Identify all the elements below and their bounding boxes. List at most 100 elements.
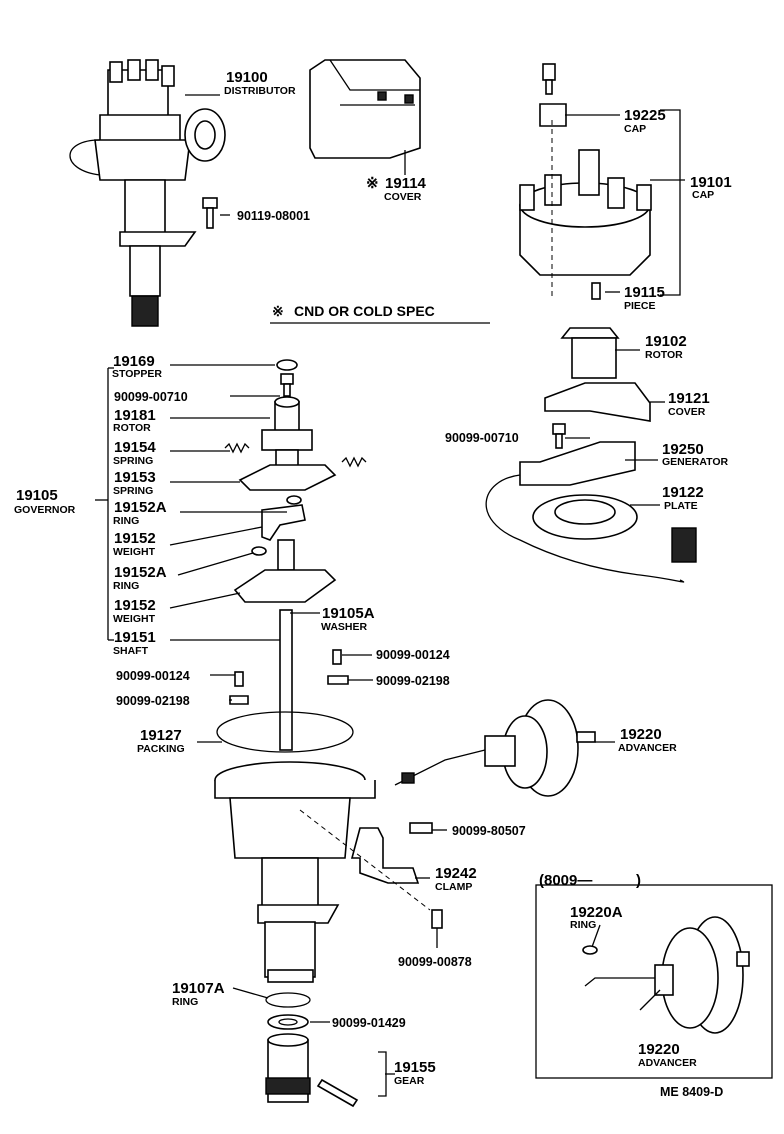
- label-19102[interactable]: 19102 ROTOR: [645, 333, 687, 361]
- distributor-assembly-illustration[interactable]: [69, 59, 226, 327]
- part-name: DISTRIBUTOR: [224, 85, 296, 97]
- clamp-19242-illustration[interactable]: [350, 827, 420, 884]
- bolt-90099-80507-illustration[interactable]: [409, 822, 433, 834]
- part-name: PLATE: [664, 500, 698, 512]
- label-19242[interactable]: 19242 CLAMP: [435, 865, 477, 893]
- shaft-19151-illustration[interactable]: [233, 539, 337, 751]
- label-19181[interactable]: 19181 ROTOR: [113, 407, 156, 434]
- part-number: 19100: [226, 69, 268, 86]
- svg-text:CND OR COLD SPEC: CND OR COLD SPEC: [294, 303, 435, 319]
- label-19220[interactable]: 19220 ADVANCER: [618, 726, 677, 754]
- screw-90099-00124-left-illustration[interactable]: [234, 671, 244, 687]
- part-name: GENERATOR: [662, 456, 729, 468]
- part-name: GOVERNOR: [14, 504, 76, 516]
- cap-19101-illustration[interactable]: [519, 149, 652, 276]
- part-name: PIECE: [624, 300, 656, 312]
- label-19152A-2[interactable]: 19152A RING: [113, 564, 167, 592]
- label-19115[interactable]: 19115 PIECE: [624, 284, 665, 312]
- label-19127[interactable]: 19127 PACKING: [137, 727, 185, 755]
- label-19153[interactable]: 19153 SPRING: [113, 469, 156, 497]
- part-name: CAP: [624, 123, 646, 135]
- diagram-code: ME 8409-D: [660, 1085, 723, 1099]
- part-number: 19152A: [114, 499, 167, 516]
- label-19152A-1[interactable]: 19152A RING: [113, 499, 167, 527]
- label-19154[interactable]: 19154 SPRING: [113, 439, 156, 467]
- bolt-90099-00878-illustration[interactable]: [431, 909, 443, 929]
- bolt-90099-00710-right-illustration[interactable]: [552, 423, 566, 449]
- label-90099-00878[interactable]: 90099-00878: [398, 955, 472, 969]
- cover-19114-illustration[interactable]: [309, 59, 421, 159]
- bolt-illustration[interactable]: [202, 197, 218, 229]
- spring-plate-19153-illustration[interactable]: [238, 464, 337, 491]
- label-90119-08001[interactable]: 90119-08001: [237, 209, 310, 223]
- cnd-mark: ※: [366, 175, 379, 192]
- screw-90099-00124-right-illustration[interactable]: [332, 649, 342, 665]
- label-90099-00710-left[interactable]: 90099-00710: [114, 390, 188, 404]
- part-number: 90099-00710: [114, 390, 188, 404]
- weight-19152-illustration[interactable]: [251, 495, 306, 556]
- cap-19225-illustration[interactable]: [539, 63, 567, 127]
- label-90099-00124-right[interactable]: 90099-00124: [376, 648, 450, 662]
- label-19121[interactable]: 19121 COVER: [668, 390, 710, 418]
- label-90099-00710-right[interactable]: 90099-00710: [445, 431, 519, 445]
- part-number: 19115: [624, 284, 665, 301]
- inset-range-start: (8009—: [539, 872, 592, 889]
- part-name: ROTOR: [645, 349, 683, 361]
- label-19114[interactable]: ※ 19114 COVER: [366, 175, 427, 203]
- ring-19107A-illustration[interactable]: [265, 992, 311, 1008]
- part-name: PACKING: [137, 743, 185, 755]
- label-19100[interactable]: 19100 DISTRIBUTOR: [224, 69, 296, 97]
- label-19225[interactable]: 19225 CAP: [624, 107, 666, 135]
- part-name: CAP: [692, 189, 714, 201]
- label-90099-01429[interactable]: 90099-01429: [332, 1016, 406, 1030]
- part-number: 19127: [140, 727, 182, 744]
- packing-19127-illustration[interactable]: [216, 711, 354, 753]
- advancer-19220-illustration[interactable]: [394, 699, 596, 797]
- gear-19155-illustration[interactable]: [265, 1033, 359, 1108]
- rotor-19181-illustration[interactable]: [261, 396, 313, 471]
- cover-19121-illustration[interactable]: [544, 382, 651, 422]
- part-number: 19107A: [172, 980, 225, 997]
- label-90099-02198-right[interactable]: 90099-02198: [376, 674, 450, 688]
- springs-illustration[interactable]: [224, 442, 367, 468]
- part-name: CLAMP: [435, 881, 472, 893]
- rotor-19102-illustration[interactable]: [560, 327, 620, 379]
- stopper-19169-illustration[interactable]: [276, 359, 298, 371]
- part-name: GEAR: [394, 1075, 425, 1087]
- plate-19122-illustration[interactable]: [532, 494, 638, 540]
- label-19151[interactable]: 19151 SHAFT: [113, 629, 156, 657]
- label-19152-2[interactable]: 19152 WEIGHT: [113, 597, 156, 625]
- label-19105A[interactable]: 19105A WASHER: [321, 605, 375, 633]
- label-19122[interactable]: 19122 PLATE: [662, 484, 704, 512]
- washer-90099-02198-left-illustration[interactable]: [229, 695, 249, 705]
- label-19101[interactable]: 19101 CAP: [690, 174, 732, 201]
- label-90099-80507[interactable]: 90099-80507: [452, 824, 526, 838]
- label-90099-02198-left[interactable]: 90099-02198: [116, 694, 190, 708]
- part-name: STOPPER: [112, 368, 162, 380]
- label-19220-inset[interactable]: 19220 ADVANCER: [638, 1041, 697, 1069]
- label-19220A-inset[interactable]: 19220A RING: [570, 904, 623, 931]
- piece-19115-illustration[interactable]: [591, 282, 601, 300]
- part-number: 19155: [394, 1059, 436, 1076]
- label-19250[interactable]: 19250 GENERATOR: [662, 441, 729, 468]
- bracket-line: [378, 1051, 387, 1097]
- label-19107A[interactable]: 19107A RING: [172, 980, 225, 1008]
- washer-90099-02198-right-illustration[interactable]: [327, 675, 349, 685]
- bolt-90099-00710-left-illustration[interactable]: [280, 373, 294, 397]
- part-number: 90099-80507: [452, 824, 526, 838]
- label-90099-00124-left[interactable]: 90099-00124: [116, 669, 190, 683]
- label-19169[interactable]: 19169 STOPPER: [112, 353, 162, 380]
- inset-advancer-illustration[interactable]: [582, 916, 750, 1034]
- label-19105[interactable]: 19105 GOVERNOR: [14, 487, 76, 516]
- generator-19250-illustration[interactable]: [485, 441, 697, 583]
- washer-90099-01429-illustration[interactable]: [267, 1014, 309, 1030]
- part-name: COVER: [384, 191, 422, 203]
- bracket-line: [660, 109, 681, 296]
- housing-illustration[interactable]: [214, 761, 376, 983]
- part-number: 19122: [662, 484, 704, 501]
- label-19152-1[interactable]: 19152 WEIGHT: [113, 530, 156, 558]
- inset-box: (8009— ): [535, 872, 773, 1079]
- assembly-line: [299, 809, 431, 911]
- label-19155[interactable]: 19155 GEAR: [394, 1059, 436, 1087]
- part-number: 90119-08001: [237, 209, 310, 223]
